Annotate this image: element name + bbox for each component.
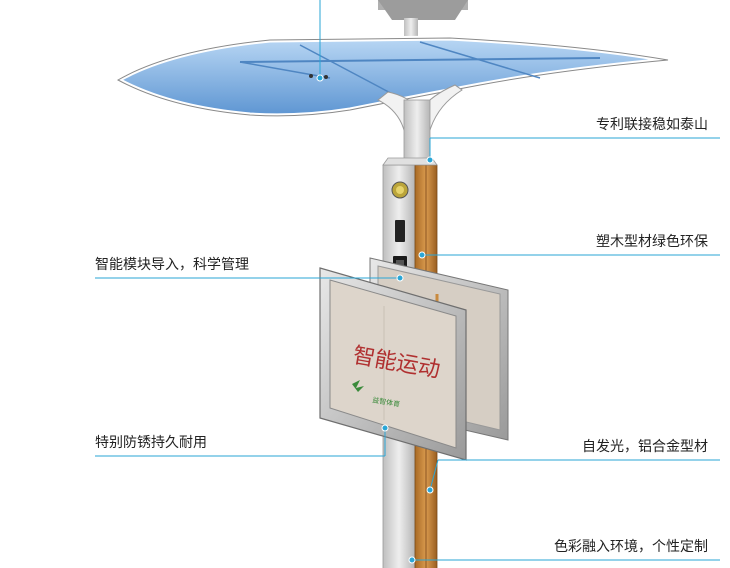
callout-glow: 自发光，铝合金型材 (582, 439, 708, 455)
callout-rust: 特别防锈持久耐用 (95, 435, 207, 451)
callout-patent: 专利联接稳如泰山 (596, 117, 708, 133)
front-panel: 智能运动 益智体育 (319, 267, 467, 461)
canopy-bracket (377, 84, 463, 169)
callout-lines (95, 0, 720, 564)
canopy (115, 35, 671, 119)
bird-logo-icon (352, 380, 364, 392)
callout-color: 色彩融入环境，个性定制 (554, 539, 708, 555)
callout-module: 智能模块导入，科学管理 (95, 257, 249, 273)
callout-wood: 塑木型材绿色环保 (596, 234, 708, 250)
